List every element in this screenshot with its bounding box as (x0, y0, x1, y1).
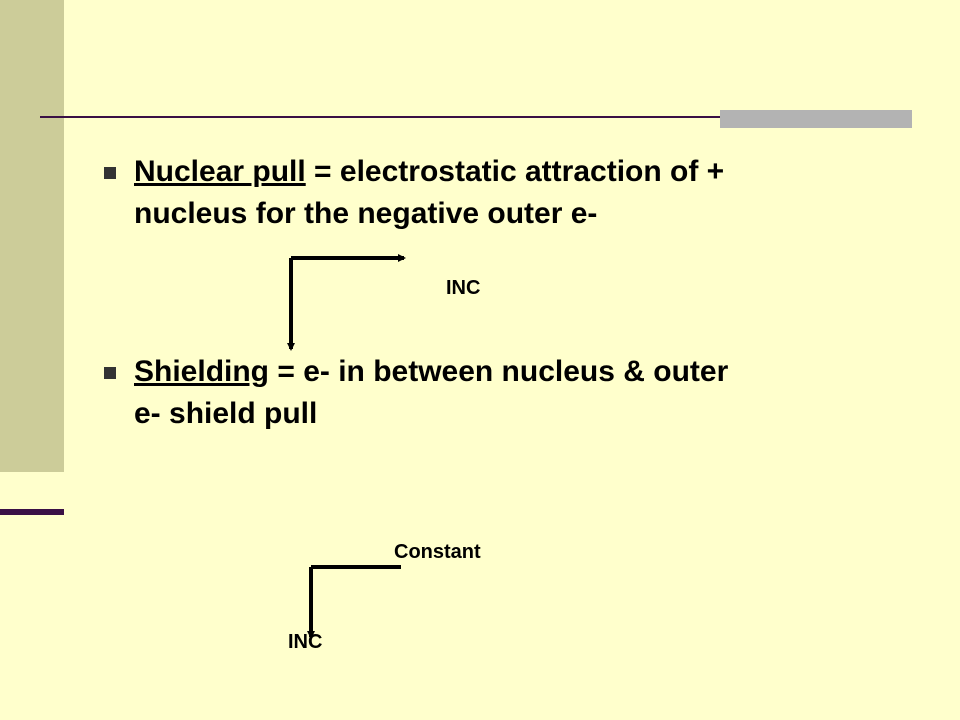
side-decor-dash (0, 509, 64, 515)
label-inc-bottom: INC (288, 631, 323, 653)
bullet-shielding: Shielding = e- in between nucleus & oute… (134, 351, 894, 435)
accent-block (720, 110, 912, 128)
title-rule (40, 116, 912, 118)
bullet-nuclear-pull: Nuclear pull = electrostatic attraction … (134, 151, 894, 235)
label-inc-top: INC (446, 277, 481, 299)
definition-line-1: = electrostatic attraction of + (305, 155, 725, 188)
bullet-marker (104, 367, 116, 379)
term-shielding: Shielding (134, 355, 269, 388)
label-constant: Constant (394, 541, 481, 563)
definition-line-2: nucleus for the negative outer e- (134, 197, 598, 230)
definition-line-1: = e- in between nucleus & outer (269, 355, 729, 388)
definition-line-2: e- shield pull (134, 397, 318, 430)
side-decor-bar (0, 0, 64, 472)
bullet-marker (104, 167, 116, 179)
term-nuclear-pull: Nuclear pull (134, 155, 306, 188)
